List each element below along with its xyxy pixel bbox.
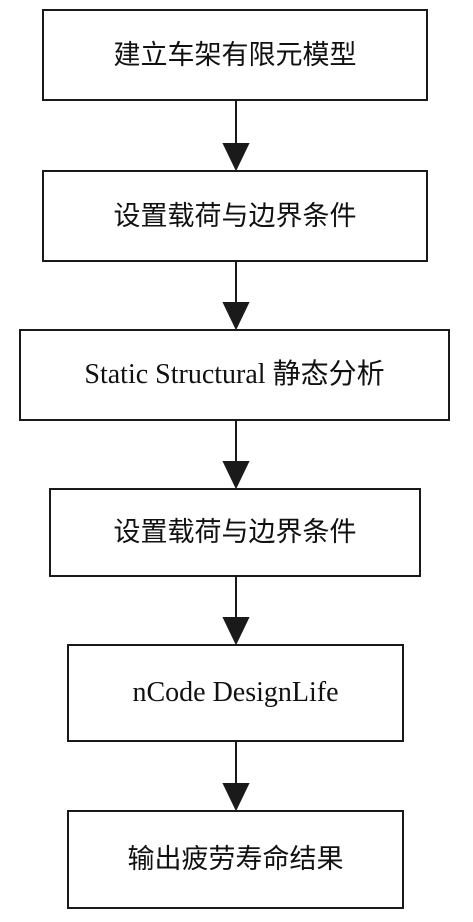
step-label: Static Structural 静态分析 [84,359,385,390]
step-label: 输出疲劳寿命结果 [127,844,344,875]
step-set-loads-boundary-1: 设置载荷与边界条件 [42,170,428,262]
arrow-1-to-2 [222,101,250,172]
arrow-2-to-3 [222,262,250,331]
step-static-structural: Static Structural 静态分析 [19,329,450,421]
arrow-3-to-4 [222,421,250,490]
step-label: 建立车架有限元模型 [113,39,357,71]
step-label: 设置载荷与边界条件 [113,517,357,548]
step-label: nCode DesignLife [132,677,339,708]
step-output-fatigue-life: 输出疲劳寿命结果 [67,810,404,909]
step-label: 设置载荷与边界条件 [113,200,357,232]
step-build-fe-model: 建立车架有限元模型 [42,9,428,101]
step-set-loads-boundary-2: 设置载荷与边界条件 [49,488,421,577]
arrow-5-to-6 [222,742,250,812]
arrow-4-to-5 [222,577,250,646]
step-ncode-designlife: nCode DesignLife [67,644,404,742]
